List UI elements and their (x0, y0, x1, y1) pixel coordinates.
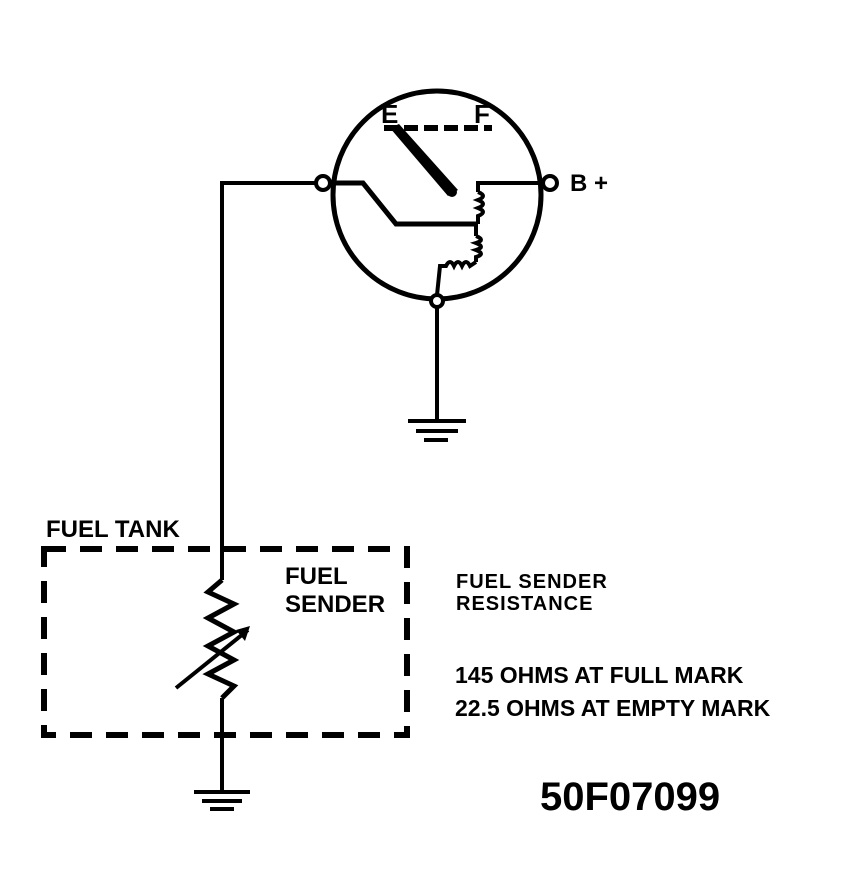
gauge-housing (330, 88, 544, 302)
coil-to-ground-winding (435, 260, 478, 296)
battery-label: B + (570, 170, 608, 197)
gauge-full-label: F (474, 99, 490, 129)
fuel-tank-label: FUEL TANK (46, 516, 180, 543)
gauge-needle-pivot (447, 187, 457, 197)
sender-arrow-head (236, 626, 250, 641)
sender-variable-arrow (174, 628, 250, 690)
spec-heading-line2: RESISTANCE (456, 593, 593, 615)
fuel-sender-label-line2: SENDER (285, 591, 385, 618)
gauge-ground-terminal (429, 293, 445, 309)
gauge-empty-label: E (381, 99, 398, 129)
gauge-internal-wire (330, 180, 476, 227)
battery-terminal (541, 174, 559, 192)
upper-coil (472, 190, 485, 224)
spec-full-mark: 145 OHMS AT FULL MARK (455, 662, 744, 688)
fuel-tank-outline (41, 546, 410, 738)
spec-empty-mark: 22.5 OHMS AT EMPTY MARK (455, 695, 771, 721)
sender-resistor (202, 578, 240, 700)
sender-signal-wire (220, 181, 316, 580)
sender-terminal (314, 174, 332, 192)
gauge-needle (390, 124, 458, 196)
battery-wire (476, 181, 543, 192)
fuel-sender-label-line1: FUEL (285, 563, 348, 590)
figure-id: 50F07099 (540, 775, 720, 819)
spec-heading-line1: FUEL SENDER (456, 571, 608, 593)
lower-coil (469, 234, 483, 262)
sender-ground-symbol (194, 790, 250, 811)
gauge-ground-symbol (408, 419, 466, 442)
